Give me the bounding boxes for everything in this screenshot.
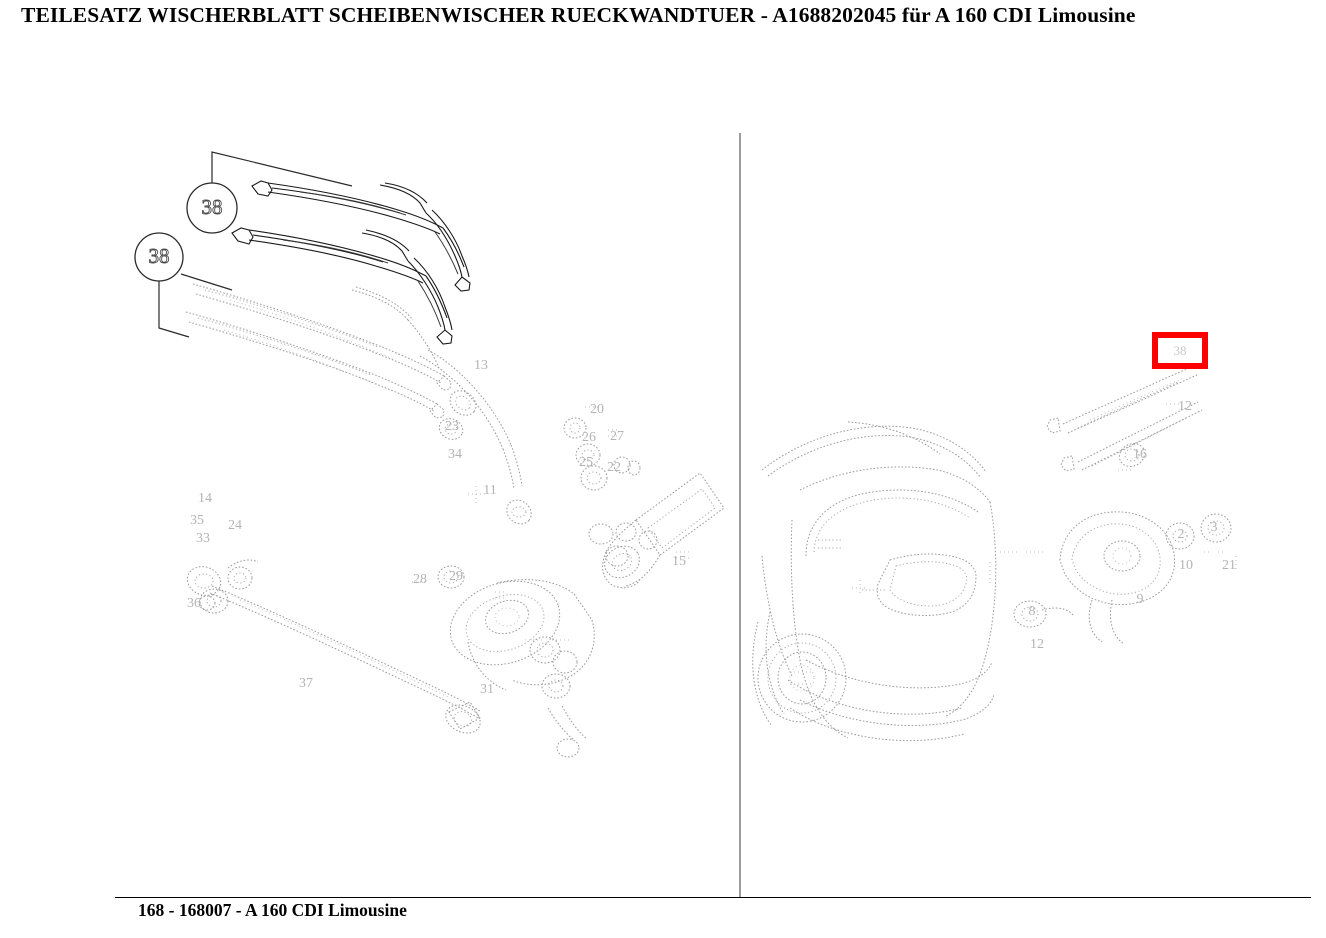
wiper-linkage-assembly [186,559,481,734]
svg-text:15: 15 [672,554,686,569]
callout-leader-lower-branch [180,273,233,291]
front-wiper-blade-lower [231,227,453,345]
front-wiper-blade-upper [251,180,471,292]
fastener-cluster-left-lower [412,522,658,589]
svg-text:26: 26 [582,430,596,445]
svg-text:10: 10 [1179,558,1193,573]
front-wiper-arm-assembly [419,349,532,525]
callout-label: 38 [202,195,223,219]
callout-circle[interactable] [186,182,238,234]
highlight-box[interactable]: 38 [1152,332,1208,369]
callout-circle[interactable] [134,232,184,282]
svg-text:34: 34 [448,447,462,462]
part-number-labels: 13 23 34 20 26 27 25 22 11 15 14 35 24 3… [187,358,1236,697]
svg-text:12: 12 [1030,637,1044,652]
svg-text:9: 9 [1137,592,1144,607]
svg-text:31: 31 [480,682,494,697]
callout-leader-lower [158,281,190,338]
svg-text:28: 28 [413,572,427,587]
svg-text:13: 13 [474,358,488,373]
wiper-pivot-gearbox [449,579,595,758]
svg-text:12: 12 [1178,399,1192,414]
svg-text:35: 35 [190,513,204,528]
svg-text:8: 8 [1029,604,1036,619]
rear-wiper-motor-assembly [1013,511,1237,645]
svg-text:33: 33 [196,531,210,546]
rear-wiper-arm-blade [1046,365,1203,472]
page-title: TEILESATZ WISCHERBLATT SCHEIBENWISCHER R… [21,3,1136,27]
svg-text:2: 2 [1178,527,1185,542]
callout-38-upper[interactable]: 38 [186,182,238,234]
svg-text:27: 27 [610,429,624,444]
ghost-wiper-blade-pair [185,283,452,419]
highlight-box-label: 38 [1173,342,1187,358]
callout-38-lower[interactable]: 38 [134,232,184,282]
svg-text:25: 25 [579,455,593,470]
svg-text:16: 16 [1133,447,1147,462]
vehicle-rear-view [752,421,1044,742]
footer-divider [115,897,1311,898]
svg-text:24: 24 [228,518,242,533]
svg-text:37: 37 [299,676,313,691]
svg-text:23: 23 [445,419,459,434]
wiper-motor-assembly [602,472,725,589]
fastener-cluster-mid [563,406,641,491]
svg-text:14: 14 [198,491,212,506]
svg-text:21: 21 [1222,558,1236,573]
callout-leader-upper [211,151,353,187]
svg-text:11: 11 [483,483,496,498]
svg-text:29: 29 [449,569,463,584]
svg-text:20: 20 [590,402,604,417]
callout-label: 38 [149,244,170,268]
svg-text:22: 22 [607,460,621,475]
footer-caption: 168 - 168007 - A 160 CDI Limousine [138,900,407,920]
svg-text:36: 36 [187,596,201,611]
svg-text:3: 3 [1211,520,1218,535]
